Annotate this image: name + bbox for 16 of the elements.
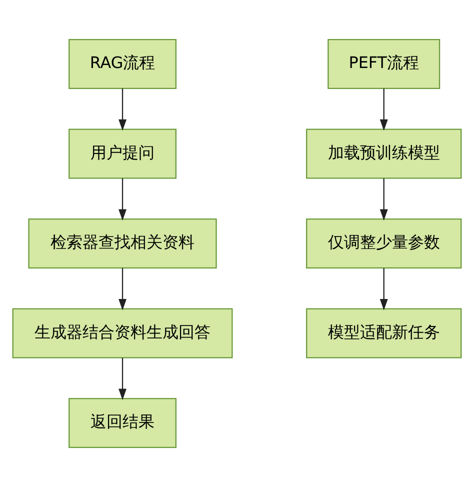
node-box: 仅调整少量参数 (306, 218, 462, 268)
node-box: 返回结果 (68, 398, 176, 448)
arrow (118, 88, 126, 130)
node-box: 加载预训练模型 (306, 128, 462, 178)
arrow (118, 178, 126, 220)
node-box: 生成器结合资料生成回答 (12, 308, 233, 358)
arrow (118, 357, 126, 400)
node-box: PEFT流程 (328, 38, 440, 88)
node-box: 用户提问 (68, 128, 176, 178)
arrow (380, 88, 388, 130)
node-box: 模型适配新任务 (306, 308, 462, 358)
node-box: 检索器查找相关资料 (28, 218, 217, 268)
node-box: RAG流程 (68, 38, 176, 88)
arrow (380, 268, 388, 310)
arrow (118, 268, 126, 310)
arrow (380, 178, 388, 220)
